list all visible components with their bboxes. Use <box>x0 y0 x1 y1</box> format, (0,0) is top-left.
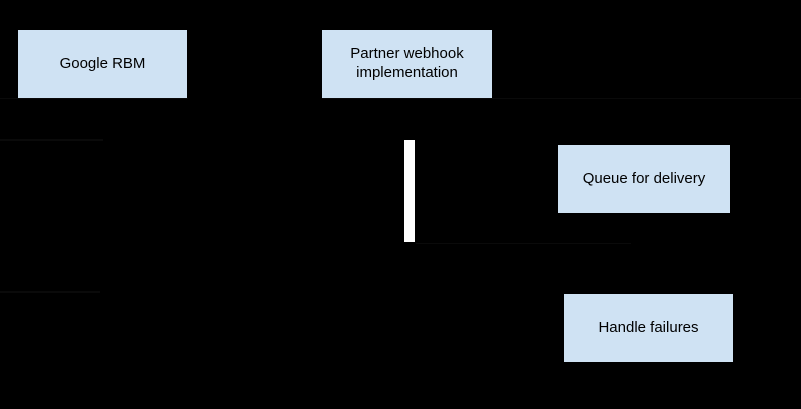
node-queue-for-delivery-label: Queue for delivery <box>582 169 706 187</box>
faint-connector-left-lower <box>0 291 100 293</box>
faint-connector-top-left <box>0 98 188 99</box>
faint-connector-mid-right <box>416 243 631 244</box>
node-handle-failures[interactable]: Handle failures <box>564 294 733 362</box>
vertical-connector-bar <box>404 140 415 242</box>
faint-connector-right-edge <box>492 98 801 99</box>
node-partner-webhook-implementation-label: Partner webhook implementation <box>350 45 464 81</box>
node-partner-webhook-implementation[interactable]: Partner webhook implementation <box>322 30 492 98</box>
faint-connector-left-upper <box>0 139 103 141</box>
node-handle-failures-label: Handle failures <box>598 318 699 336</box>
node-google-rbm-label: Google RBM <box>59 54 146 72</box>
node-queue-for-delivery[interactable]: Queue for delivery <box>558 145 730 213</box>
node-google-rbm[interactable]: Google RBM <box>18 30 187 98</box>
faint-connector-top-right <box>322 98 492 99</box>
